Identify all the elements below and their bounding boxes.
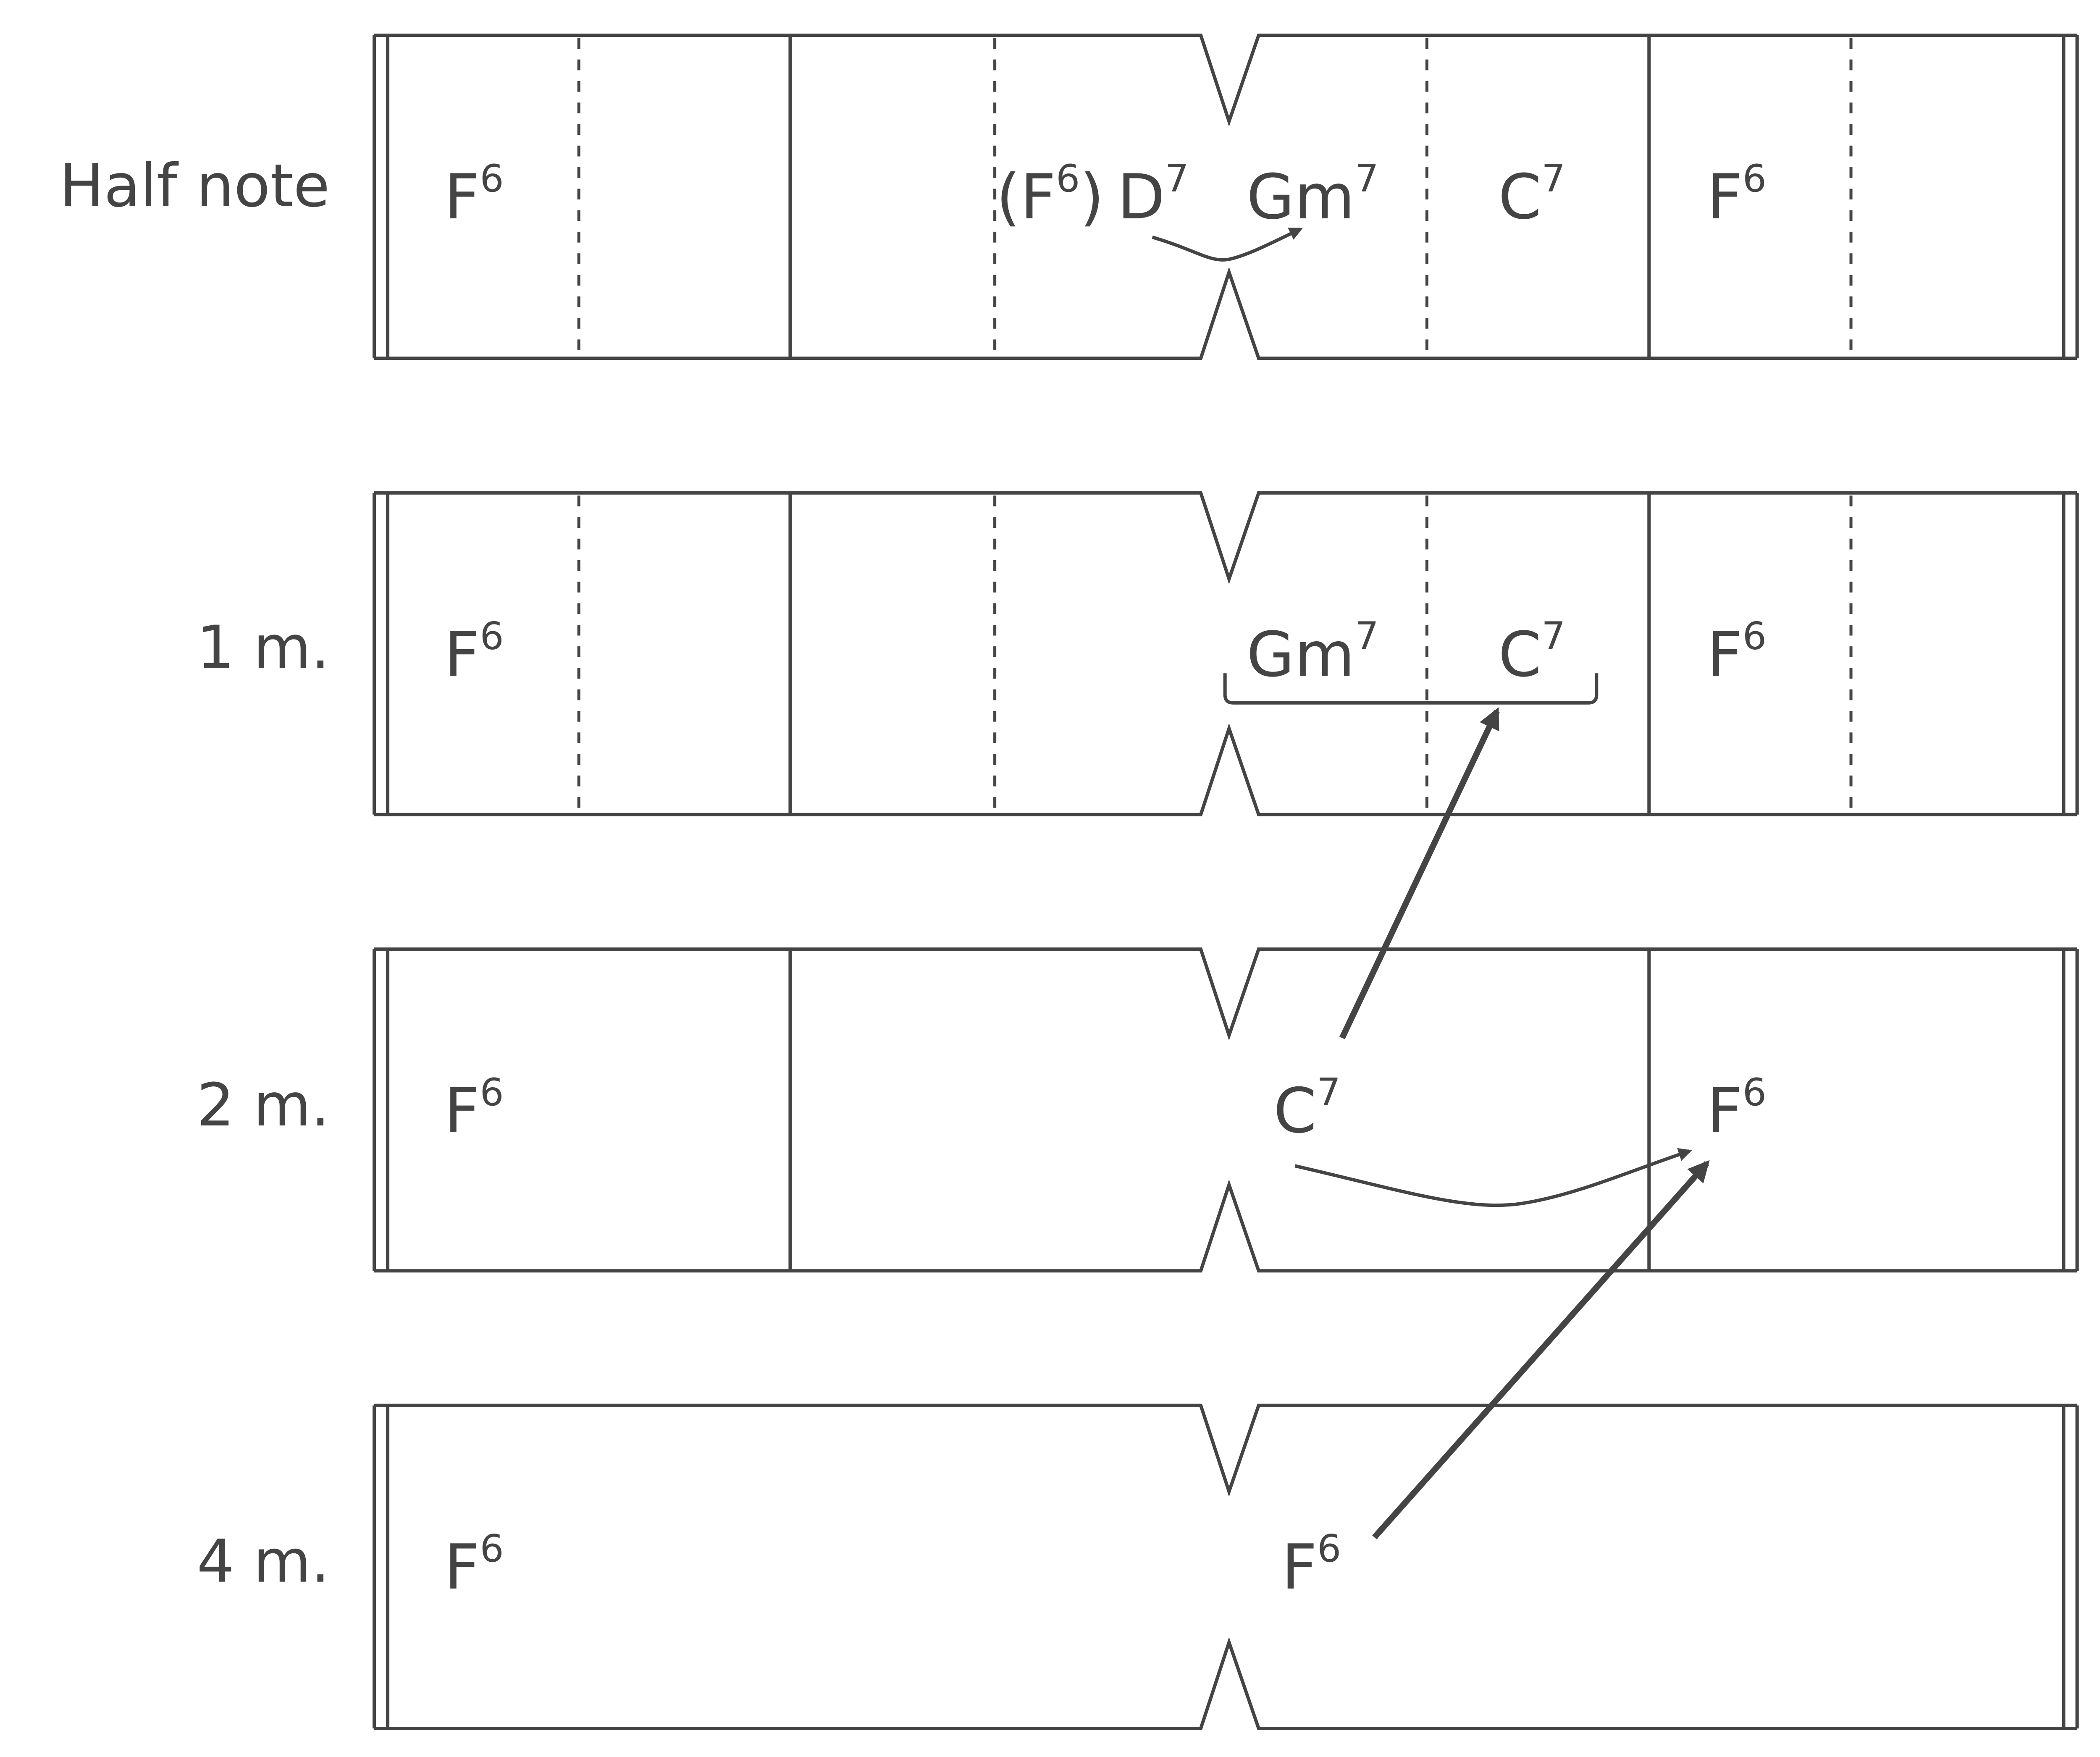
row-label: 2 m. [197, 1071, 330, 1140]
row-1-measure: 1 m. F6 Gm7 C7 F6 [197, 491, 2079, 816]
chord-f6-paren: (F6) [996, 157, 1104, 233]
chord-f6: F6 [444, 615, 504, 691]
chord-d7: D7 [1117, 157, 1189, 233]
staff-frame [373, 947, 2079, 1273]
chord-c7: C7 [1498, 157, 1565, 233]
row-2-measures: 2 m. F6 C7 F6 [197, 947, 2079, 1273]
chord-gm7: Gm7 [1247, 157, 1379, 233]
arrow-c7-to-f6 [1294, 1148, 1692, 1207]
arrow-f6-to-f6 [1372, 1160, 1710, 1539]
chord-c7: C7 [1498, 615, 1565, 691]
arrow-d7-to-gm7 [1152, 227, 1303, 262]
chord-f6: F6 [1707, 1071, 1767, 1147]
chord-f6: F6 [1707, 157, 1767, 233]
chord-f6: F6 [444, 1527, 504, 1603]
staff-frame [373, 1403, 2079, 1731]
row-label: 4 m. [197, 1527, 330, 1596]
chord-f6: F6 [1707, 615, 1767, 691]
row-label: 1 m. [197, 613, 330, 682]
chord-f6: F6 [444, 157, 504, 233]
row-label: Half note [59, 152, 330, 220]
row-half-note: Half note F6 (F6) D7 Gm7 C7 F6 [59, 33, 2079, 360]
staff-frame [373, 491, 2079, 816]
chord-gm7: Gm7 [1247, 615, 1379, 691]
row-4-measures: 4 m. F6 F6 [197, 1403, 2079, 1731]
arrow-c7-to-bracket [1339, 707, 1500, 1039]
staff-frame [373, 33, 2079, 360]
chord-f6: F6 [444, 1071, 504, 1147]
bracket-gm7-c7 [1223, 673, 1599, 705]
chord-f6: F6 [1281, 1527, 1341, 1603]
chord-c7: C7 [1273, 1071, 1341, 1147]
